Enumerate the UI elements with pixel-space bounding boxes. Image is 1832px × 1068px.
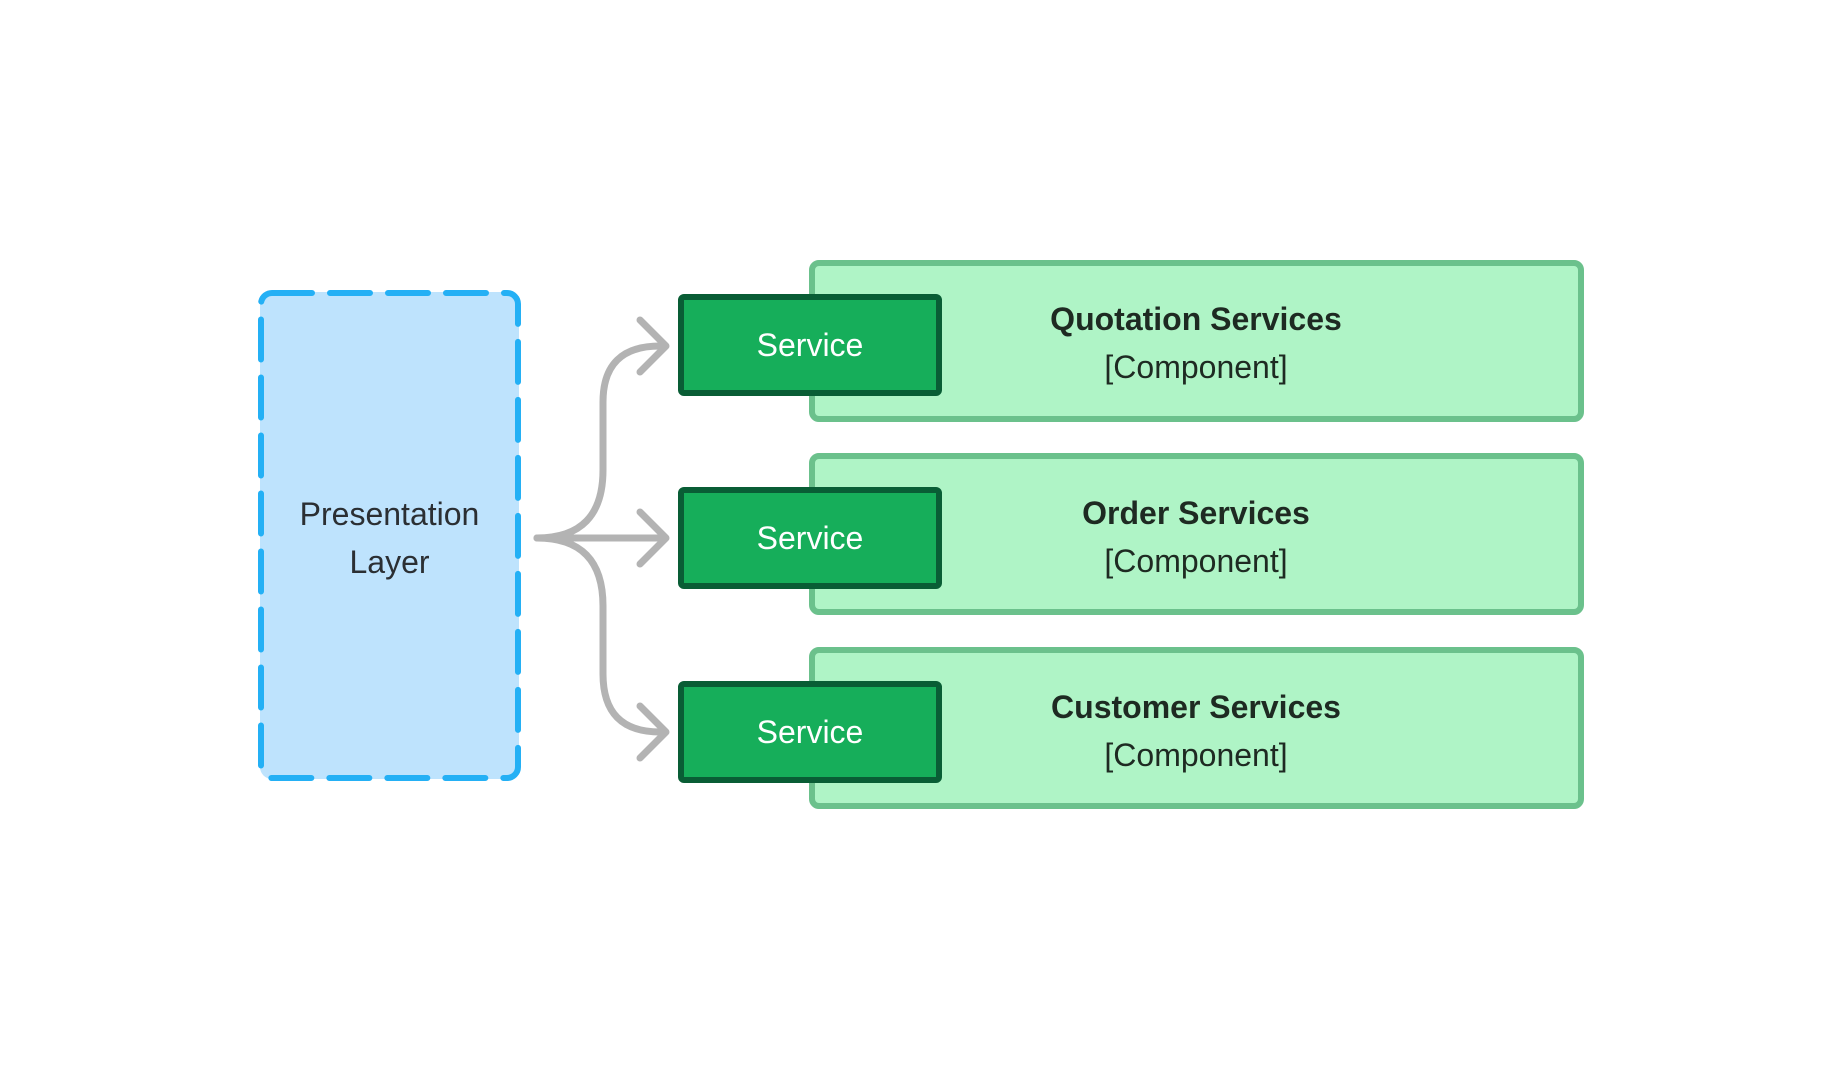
service-port-customer[interactable]: Service xyxy=(678,681,942,783)
component-title: Quotation Services xyxy=(1050,301,1342,337)
service-label: Service xyxy=(756,519,864,556)
component-quotation-text: Quotation Services [Component] xyxy=(1020,295,1372,391)
service-label: Service xyxy=(756,713,864,750)
arrow-to-customer-service xyxy=(533,534,664,736)
component-order-text: Order Services [Component] xyxy=(1020,489,1372,585)
service-port-quotation[interactable]: Service xyxy=(678,294,942,396)
arrow-to-quotation-service xyxy=(533,342,664,542)
arrowhead-order xyxy=(636,508,670,568)
presentation-layer-label-wrap: Presentation Layer xyxy=(260,292,519,779)
component-customer-text: Customer Services [Component] xyxy=(1020,683,1372,779)
component-type-label: [Component] xyxy=(1104,543,1288,579)
component-title: Order Services xyxy=(1082,495,1310,531)
component-type-label: [Component] xyxy=(1104,737,1288,773)
service-label: Service xyxy=(756,326,864,363)
arrowhead-quotation xyxy=(636,316,670,376)
component-type-label: [Component] xyxy=(1104,349,1288,385)
presentation-layer-label: Presentation Layer xyxy=(299,495,480,580)
service-port-order[interactable]: Service xyxy=(678,487,942,589)
component-title: Customer Services xyxy=(1051,689,1341,725)
arrowhead-customer xyxy=(636,702,670,762)
